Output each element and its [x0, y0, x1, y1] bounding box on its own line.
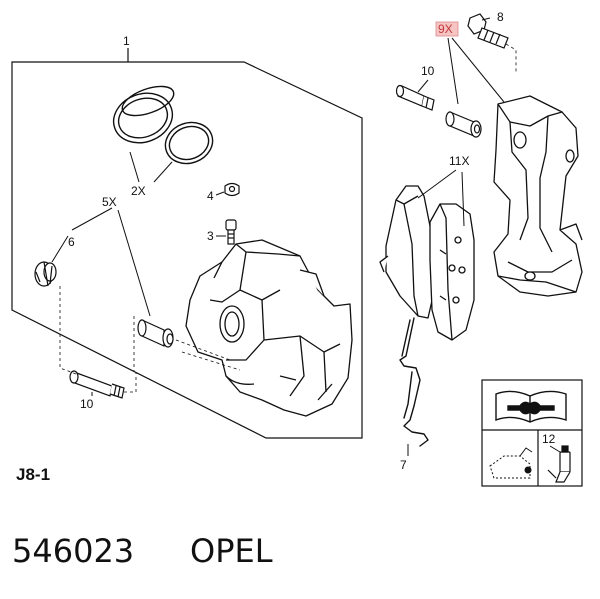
service-info-box — [481, 379, 583, 487]
callout-7: 7 — [400, 458, 407, 472]
caliper-assembly-frame — [11, 48, 363, 439]
leader-lines-9x — [447, 37, 505, 105]
leader-line-10-top — [417, 79, 429, 93]
callout-10-bottom: 10 — [80, 397, 94, 411]
caliper-dashed-axis — [181, 351, 241, 371]
caliper-body — [185, 239, 353, 417]
piston-seal-ring — [112, 85, 175, 144]
brake-pad-outer — [379, 185, 435, 319]
caliper-bracket — [493, 95, 583, 297]
callout-12: 12 — [542, 432, 556, 446]
bleeder-cap — [224, 182, 240, 197]
dashed-guide-line-10 — [59, 286, 137, 393]
leader-line-12 — [549, 445, 561, 453]
callout-1: 1 — [123, 34, 130, 48]
anti-rattle-spring — [399, 317, 429, 447]
guide-bushing — [137, 319, 174, 348]
leader-line-6 — [51, 235, 69, 263]
leader-line-8 — [481, 17, 491, 21]
dust-cap — [34, 261, 57, 287]
dashed-line-8 — [505, 43, 517, 74]
brake-pad-inner — [429, 203, 475, 341]
sheet-label: J8-1 — [16, 465, 50, 484]
leader-line-4 — [215, 191, 225, 196]
callout-10-top: 10 — [421, 64, 435, 78]
leader-lines-2x — [129, 151, 173, 183]
repair-manual-icon — [495, 390, 567, 423]
leader-lines-11x — [417, 169, 465, 227]
mounting-bolt — [467, 13, 509, 49]
grease-tube-icon — [547, 445, 571, 483]
dust-boot-ring — [164, 121, 214, 165]
brand-name: OPEL — [190, 532, 273, 570]
leader-lines-5x — [71, 207, 151, 317]
guide-pin-bottom — [69, 370, 125, 399]
oil-can-icon — [489, 447, 533, 479]
callout-9x-highlight — [435, 21, 459, 37]
guide-sleeve — [445, 111, 482, 138]
callout-8: 8 — [497, 10, 504, 24]
part-number: 546023 — [12, 532, 134, 570]
callout-11x: 11X — [449, 154, 469, 168]
callout-6: 6 — [68, 235, 75, 249]
callout-2x: 2X — [131, 184, 146, 198]
callout-3: 3 — [207, 229, 214, 243]
callout-4: 4 — [207, 189, 214, 203]
guide-pin-top — [395, 84, 435, 111]
callout-9x: 9X — [438, 22, 453, 36]
callout-5x: 5X — [102, 195, 117, 209]
bleeder-valve — [225, 219, 237, 245]
